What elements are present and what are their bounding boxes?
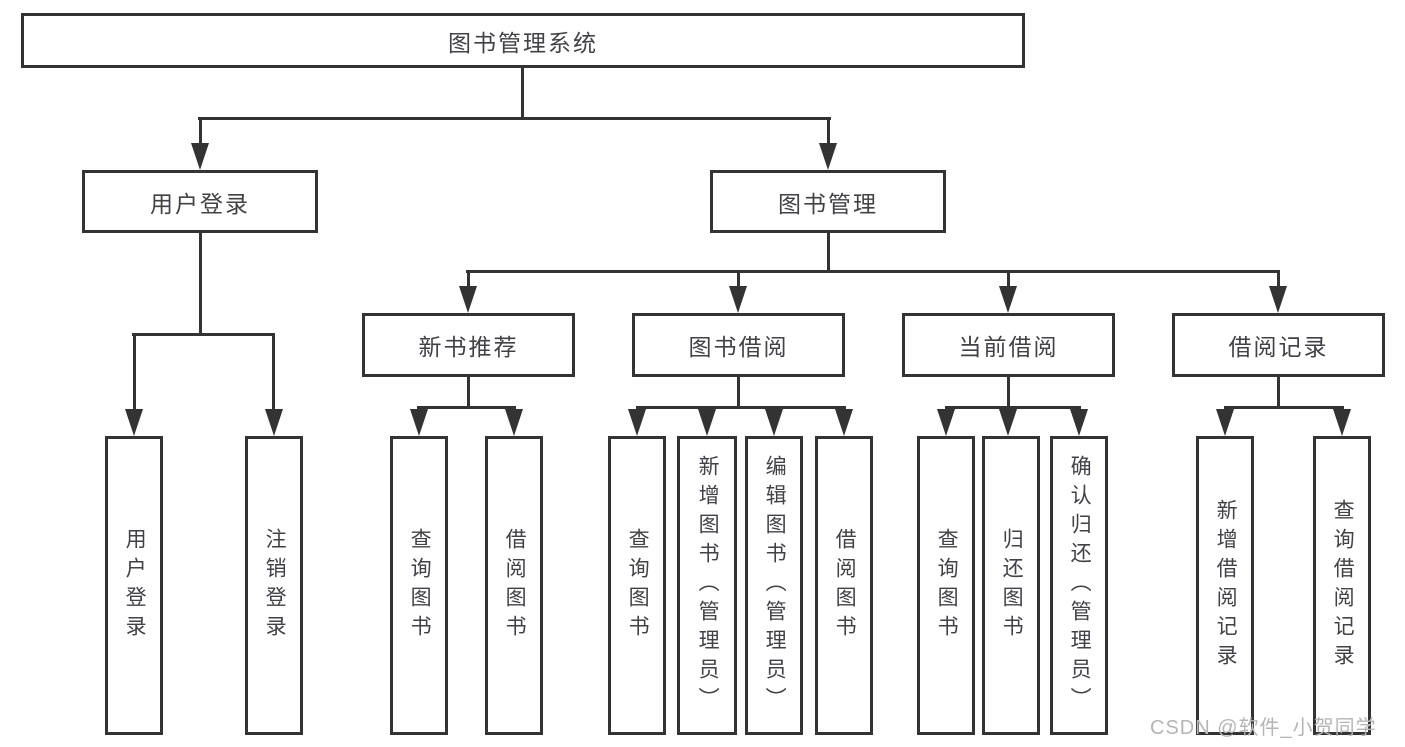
node-label: 新书推荐 (418, 334, 519, 360)
node-leaf-confirm-return-admin: 确认归还（管理员） (1050, 436, 1108, 735)
connector-line (827, 117, 830, 147)
node-label: 查询图书 (408, 527, 432, 644)
connector-line (272, 333, 275, 411)
connector-line (466, 270, 1279, 273)
arrow-down-icon (505, 409, 523, 436)
node-leaf-edit-book-admin: 编辑图书（管理员） (745, 436, 803, 735)
connector-line (1007, 375, 1010, 408)
connector-line (1224, 406, 1344, 409)
node-leaf-query-books: 查询图书 (390, 436, 448, 735)
arrow-down-icon (765, 409, 783, 436)
connector-line (467, 375, 470, 408)
arrow-down-icon (1070, 409, 1088, 436)
node-label: 图书借阅 (688, 334, 789, 360)
node-label: 借阅图书 (503, 527, 527, 644)
arrow-down-icon (1216, 409, 1234, 436)
node-label: 新增借阅记录 (1214, 498, 1238, 673)
node-book-management: 图书管理 (710, 170, 946, 233)
arrow-down-icon (125, 409, 143, 436)
node-book-borrowing: 图书借阅 (632, 313, 845, 377)
arrow-down-icon (999, 409, 1017, 436)
node-label: 查询借阅记录 (1331, 498, 1355, 673)
node-label: 归还图书 (1000, 527, 1024, 644)
node-leaf-query-books: 查询图书 (917, 436, 975, 735)
node-label: 图书管理 (778, 190, 878, 217)
arrow-down-icon (835, 409, 853, 436)
arrow-down-icon (1333, 409, 1351, 436)
node-label: 用户登录 (150, 190, 250, 217)
connector-line (521, 66, 524, 119)
node-label: 当前借阅 (958, 334, 1059, 360)
node-leaf-add-borrow-record: 新增借阅记录 (1196, 436, 1254, 735)
connector-line (417, 406, 516, 409)
node-label: 用户登录 (123, 527, 147, 644)
node-leaf-return-book: 归还图书 (982, 436, 1040, 735)
node-leaf-add-book-admin: 新增图书（管理员） (677, 436, 737, 735)
arrow-down-icon (191, 143, 209, 170)
node-label: 查询图书 (935, 527, 959, 644)
node-leaf-logout: 注销登录 (245, 436, 303, 735)
arrow-down-icon (937, 409, 955, 436)
node-leaf-query-books: 查询图书 (608, 436, 666, 735)
arrow-down-icon (265, 409, 283, 436)
connector-line (636, 406, 846, 409)
node-borrow-records: 借阅记录 (1172, 313, 1385, 377)
node-label: 确认归还（管理员） (1068, 455, 1092, 716)
node-label: 借阅图书 (833, 527, 857, 644)
node-leaf-user-login: 用户登录 (105, 436, 163, 735)
arrow-down-icon (1269, 286, 1287, 313)
node-leaf-borrow-books: 借阅图书 (485, 436, 543, 735)
csdn-watermark: CSDN @软件_小贺同学 (1150, 717, 1377, 739)
arrow-down-icon (410, 409, 428, 436)
connector-line (133, 333, 136, 411)
node-leaf-query-borrow-record: 查询借阅记录 (1313, 436, 1371, 735)
node-current-borrowing: 当前借阅 (902, 313, 1115, 377)
node-label: 编辑图书（管理员） (763, 455, 787, 716)
connector-line (1277, 375, 1280, 408)
arrow-down-icon (628, 409, 646, 436)
connector-line (467, 270, 470, 290)
connector-line (199, 117, 202, 147)
arrow-down-icon (819, 143, 837, 170)
node-root-library-system: 图书管理系统 (21, 13, 1025, 68)
arrow-down-icon (999, 286, 1017, 313)
node-label: 查询图书 (626, 527, 650, 644)
arrow-down-icon (459, 286, 477, 313)
node-leaf-borrow-books: 借阅图书 (815, 436, 873, 735)
connector-line (1007, 270, 1010, 290)
node-label: 借阅记录 (1228, 334, 1329, 360)
connector-line (199, 231, 202, 335)
connector-line (1277, 270, 1280, 290)
connector-line (737, 270, 740, 290)
connector-line (737, 375, 740, 408)
node-new-book-recommend: 新书推荐 (362, 313, 575, 377)
arrow-down-icon (698, 409, 716, 436)
node-label: 新增图书（管理员） (696, 455, 720, 716)
connector-line (827, 231, 830, 273)
connector-line (198, 117, 831, 120)
connector-line (132, 333, 275, 336)
connector-line (945, 406, 1081, 409)
arrow-down-icon (729, 286, 747, 313)
node-label: 图书管理系统 (448, 29, 598, 56)
node-user-login: 用户登录 (82, 170, 318, 233)
node-label: 注销登录 (263, 527, 287, 644)
